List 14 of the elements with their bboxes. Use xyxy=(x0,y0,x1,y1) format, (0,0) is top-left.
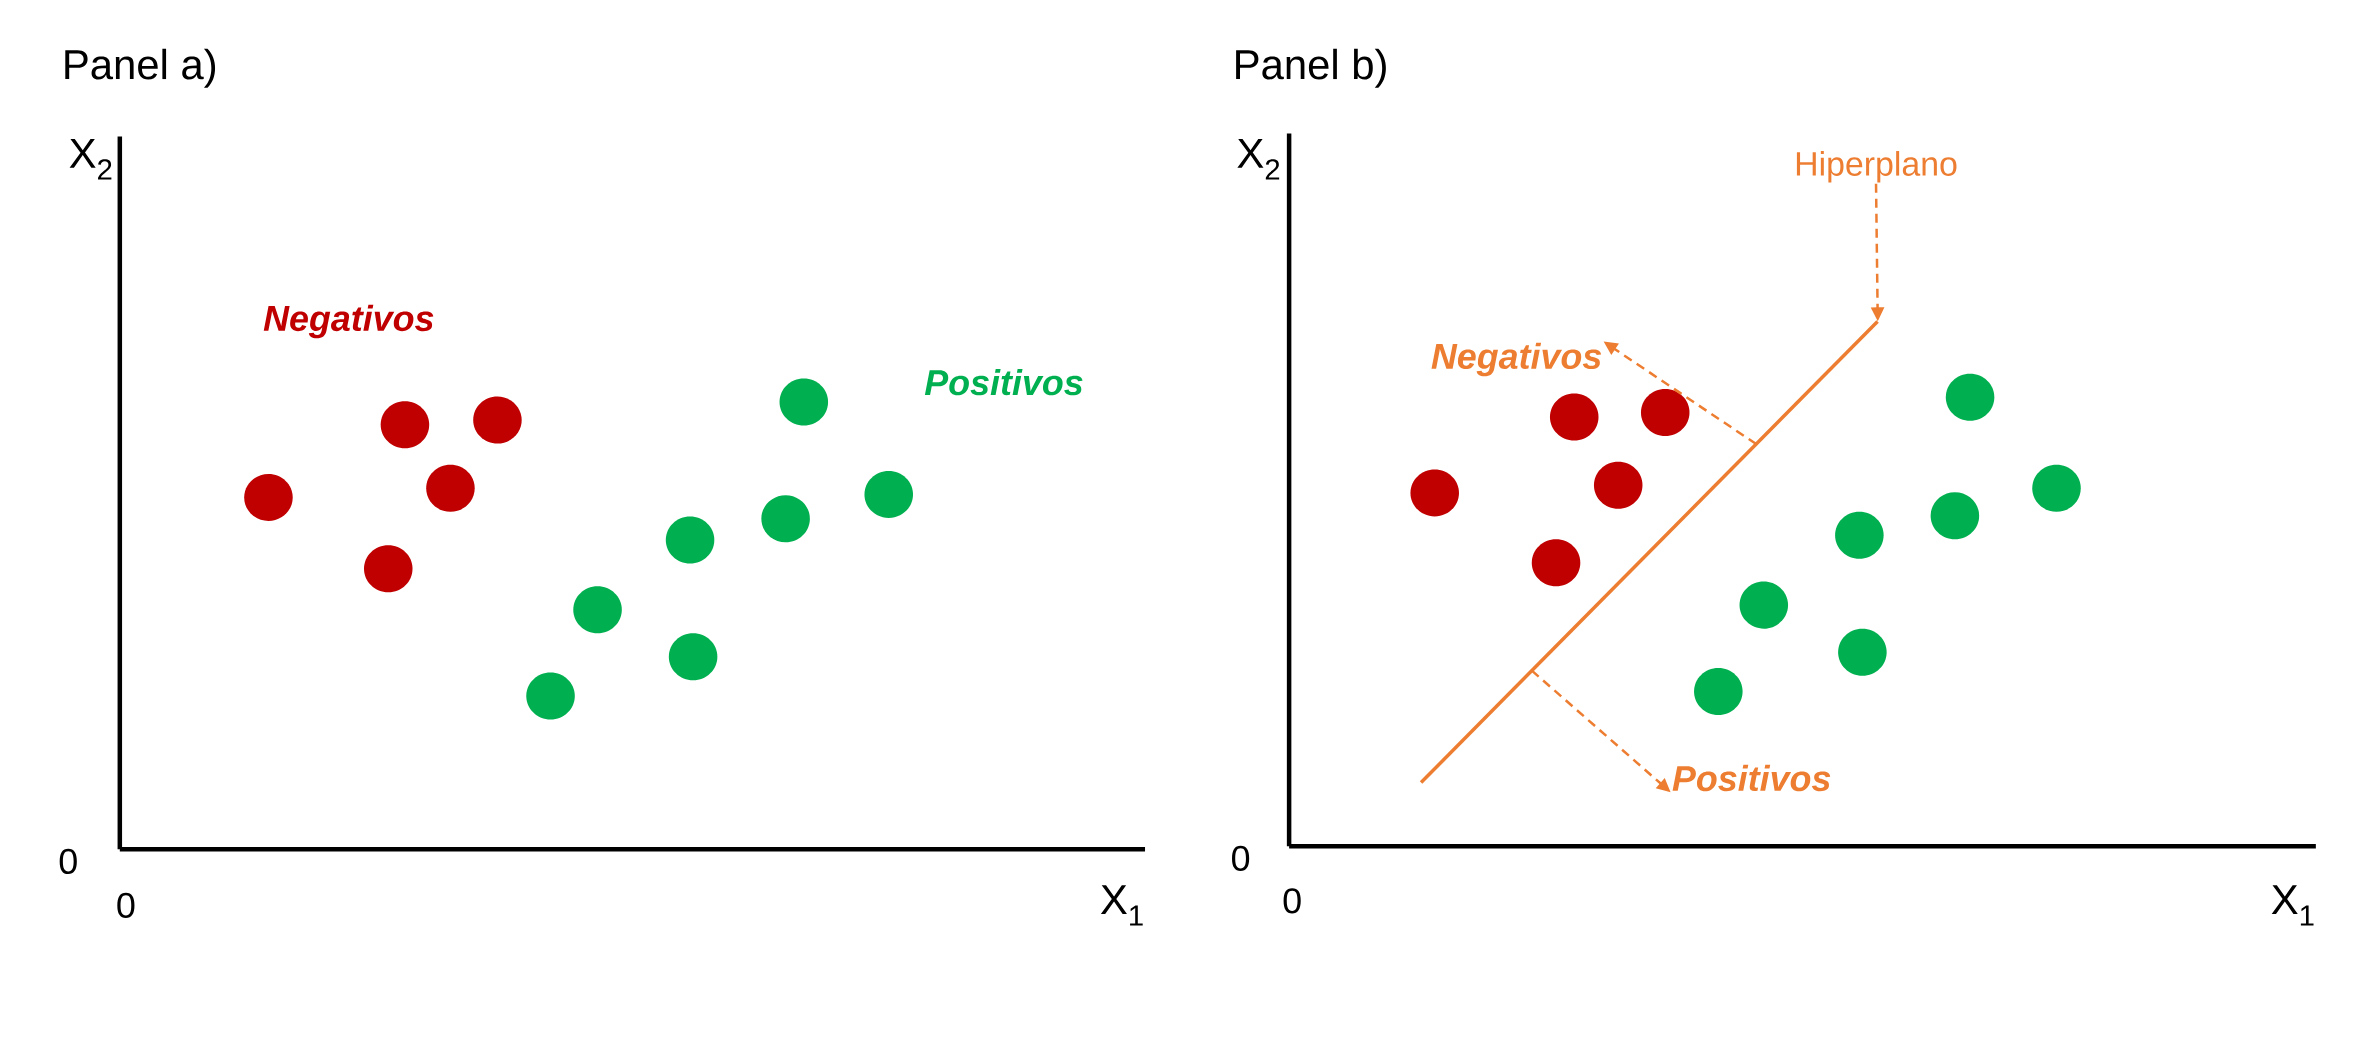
origin-label: 0 xyxy=(1232,845,1250,871)
origin-label: 0 xyxy=(117,892,135,918)
axis-label: X$_{2}$ xyxy=(1237,138,1280,180)
class-label: Positivos xyxy=(924,368,1083,396)
origin-label: 0 xyxy=(1283,887,1301,914)
hyperplane-label: Hiperplano xyxy=(1796,150,1957,183)
axis-label: X$_{1}$ xyxy=(1100,885,1143,926)
origin-label: 0 xyxy=(59,848,77,874)
axis-label: X$_{1}$ xyxy=(2271,885,2314,926)
panel-title: Panel b) xyxy=(1236,48,1386,88)
axis-label: X$_{2}$ xyxy=(69,138,112,180)
panel-title: Panel a) xyxy=(65,48,216,88)
class-label: Negativos xyxy=(263,304,434,338)
class-label: Positivos xyxy=(1672,764,1831,791)
